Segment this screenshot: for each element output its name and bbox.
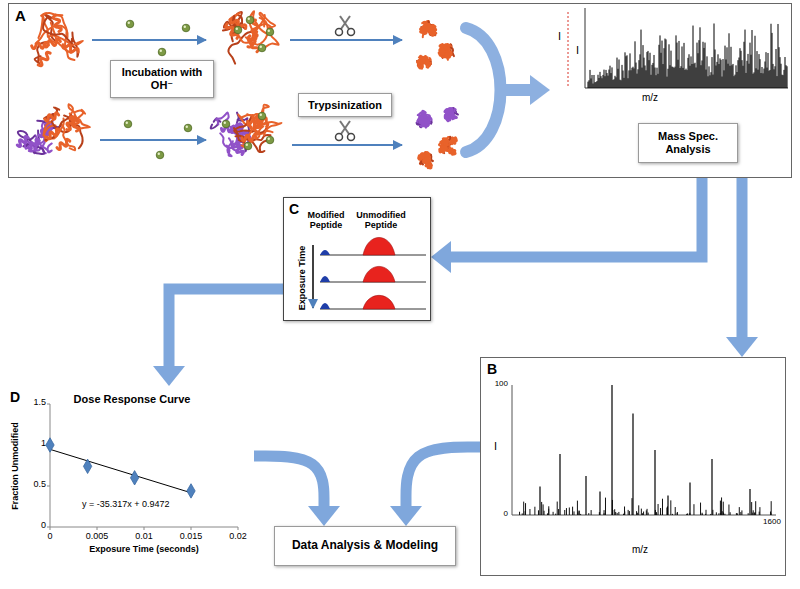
flow-arrow xyxy=(406,447,480,506)
panel-text: Modified Peptide xyxy=(302,210,350,231)
process-box: Trypsinization xyxy=(298,93,392,117)
process-box: Mass Spec. Analysis xyxy=(638,123,738,163)
protein-structure xyxy=(43,104,90,150)
axis-label: m/z xyxy=(642,92,658,103)
hydroxyl-radical xyxy=(156,151,164,159)
process-box: Incubation with OH⁻ xyxy=(110,60,214,98)
axis-label: 100 xyxy=(495,380,508,389)
chromatogram-peaks xyxy=(313,237,426,309)
hydroxyl-radical xyxy=(266,136,274,144)
process-arrow xyxy=(292,144,402,146)
protein-structure xyxy=(417,56,431,69)
hydroxyl-radical xyxy=(246,16,254,24)
protein-structure xyxy=(32,13,83,66)
protein-structure xyxy=(234,105,281,152)
axis-label: 0 xyxy=(504,510,508,519)
box-label: Data Analysis & Modeling xyxy=(292,539,438,553)
axis-label: I xyxy=(558,30,561,42)
protein-structure xyxy=(439,137,456,155)
panel-letter: C xyxy=(289,201,299,217)
scissors-icon xyxy=(336,121,355,141)
dose-response-chart xyxy=(46,404,238,530)
process-arrow xyxy=(290,39,402,41)
axis-label: Fraction Unmodified xyxy=(11,422,21,510)
hydroxyl-radical xyxy=(124,120,132,128)
protein-structure xyxy=(439,44,454,60)
flow-arrow xyxy=(169,289,283,366)
protein-structure xyxy=(223,11,279,63)
hydroxyl-radical xyxy=(184,124,192,132)
panel-frame: A Incubation with OH⁻ TrypsinizationMass S… xyxy=(8,3,792,178)
axis-label: 1600 xyxy=(763,518,781,527)
axis-label: 1 xyxy=(41,439,46,449)
hydroxyl-radical xyxy=(222,120,230,128)
axis-label: y = -35.317x + 0.9472 xyxy=(82,500,170,510)
axis-label: 0.01 xyxy=(135,532,153,542)
panel-text: Exposure Time xyxy=(297,244,307,312)
scissors-icon xyxy=(336,16,355,36)
panel-frame: CModified PeptideUnmodified PeptideExpos… xyxy=(283,197,431,321)
protein-structure xyxy=(421,21,437,37)
hydroxyl-radical xyxy=(258,44,266,52)
axis-label: m/z xyxy=(632,544,648,555)
protein-structure xyxy=(445,108,458,121)
hydroxyl-radical xyxy=(258,112,266,120)
axis-label: 0 xyxy=(41,521,46,531)
merge-arrow xyxy=(466,28,501,152)
box-label: Trypsinization xyxy=(308,99,382,112)
axis-label: 0 xyxy=(47,532,52,542)
process-box: Data Analysis & Modeling xyxy=(274,526,456,566)
hydroxyl-radical xyxy=(234,26,242,34)
axis-label: 0.015 xyxy=(180,532,203,542)
mass-spectrum xyxy=(512,385,776,515)
panel-letter: D xyxy=(10,389,20,405)
flow-arrow xyxy=(254,456,324,506)
merge-arrow xyxy=(505,84,530,96)
hydroxyl-radical xyxy=(244,142,252,150)
panel-frame: B xyxy=(480,357,786,576)
axis-label: 0.5 xyxy=(33,480,46,490)
axis-label: 1.5 xyxy=(33,398,46,408)
protein-structure xyxy=(419,152,433,167)
protein-structure xyxy=(211,112,251,156)
panel-letter: B xyxy=(487,361,497,377)
panel-text: Dose Response Curve xyxy=(74,393,191,406)
flow-arrow xyxy=(737,178,748,337)
flow-arrow xyxy=(451,178,702,257)
protein-structure xyxy=(417,111,432,127)
axis-label: Exposure Time (seconds) xyxy=(89,545,198,555)
axis-label: 0.02 xyxy=(229,532,247,542)
axis-label: I xyxy=(494,440,497,452)
process-arrow xyxy=(92,39,206,41)
panel-letter: A xyxy=(15,7,26,24)
hydroxyl-radical xyxy=(158,48,166,56)
panel-text: Unmodified Peptide xyxy=(352,210,410,231)
process-arrow xyxy=(100,139,206,141)
hydroxyl-radical xyxy=(182,24,190,32)
hydroxyl-radical xyxy=(266,28,274,36)
hydroxyl-radical xyxy=(126,20,134,28)
mass-spectrum-inset xyxy=(568,8,788,88)
axis-label: 0.005 xyxy=(86,532,109,542)
box-label: Incubation with OH⁻ xyxy=(116,66,208,91)
box-label: Mass Spec. Analysis xyxy=(644,130,732,155)
axis-label: I xyxy=(576,44,579,56)
